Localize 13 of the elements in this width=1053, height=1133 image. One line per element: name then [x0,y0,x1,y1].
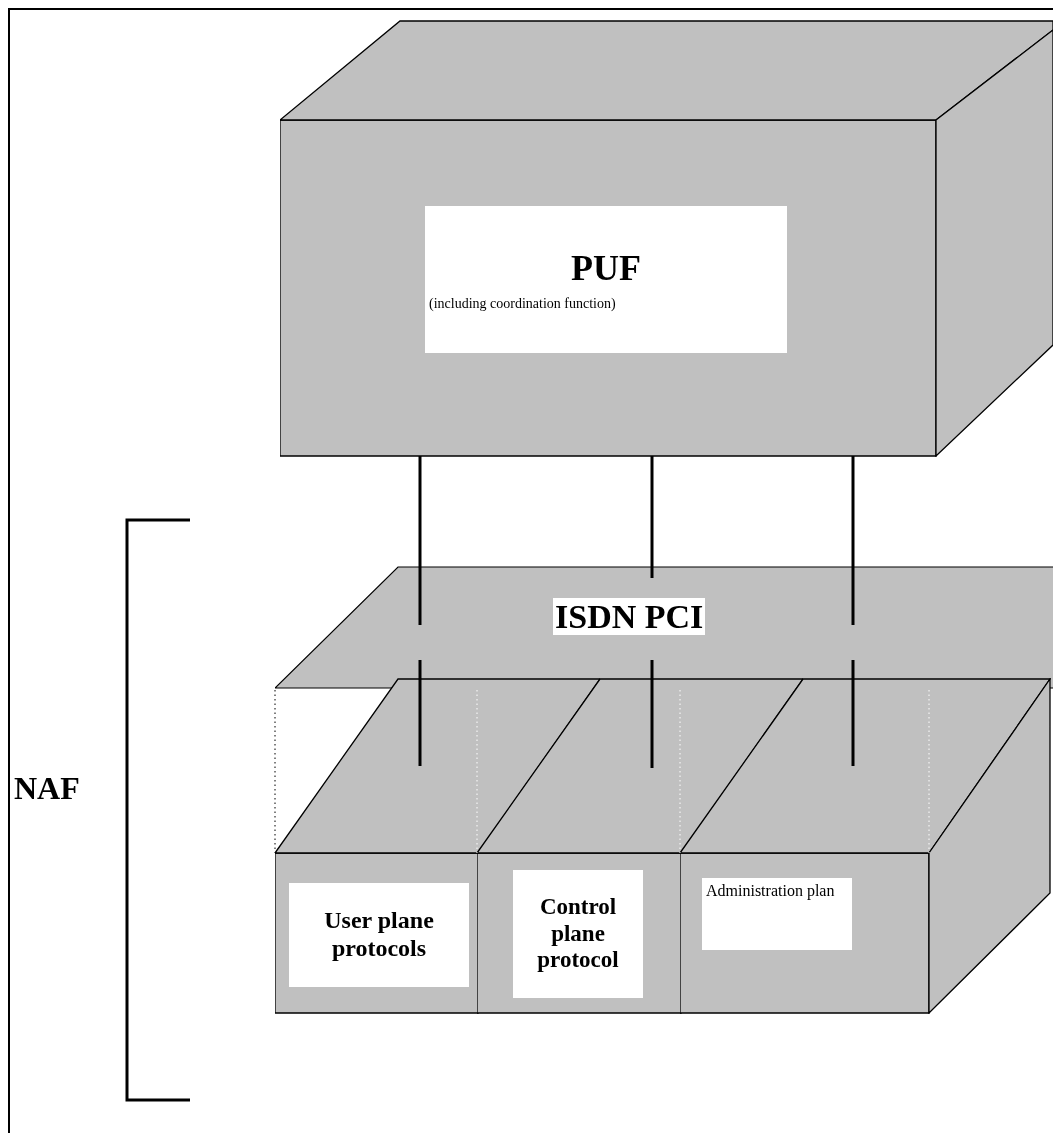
block-label: Administration plan [706,882,835,901]
connector-line [650,660,654,768]
connector-line [650,456,654,578]
connector-line [851,456,855,625]
plane-label: ISDN PCI [553,598,706,636]
box-title: PUF [571,246,641,290]
bracket-label: NAF [14,770,80,807]
connector-line [418,456,422,625]
connector-line [418,660,422,766]
block-label: Control plane protocol [536,894,620,974]
block-label: User plane protocols [323,907,435,963]
box-subtitle: (including coordination function) [429,296,616,313]
connector-line [851,660,855,766]
